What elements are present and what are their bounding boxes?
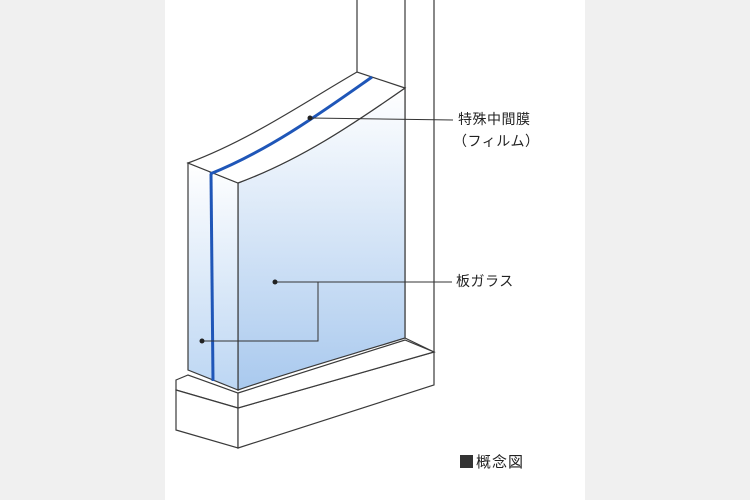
leader-lines [202,117,454,342]
sill [175,339,436,449]
film-label-line2: （フィルム） [453,134,540,150]
glass-label: 板ガラス [456,274,514,290]
caption-square-icon [460,455,473,468]
film-label-line1: 特殊中間膜 [458,112,531,128]
caption-text: 概念図 [476,453,525,471]
interlayer-film-edge [209,173,215,382]
caption: 概念図 [460,451,524,472]
interlayer-film [209,75,373,176]
leader-dots [199,115,313,344]
